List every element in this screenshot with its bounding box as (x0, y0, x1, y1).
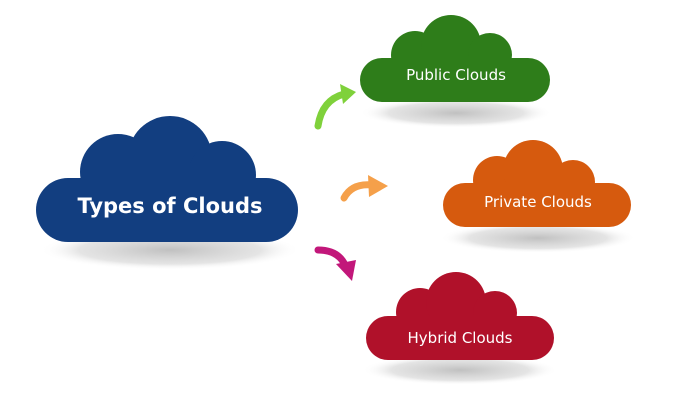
hybrid-cloud-shadow (362, 355, 558, 385)
public-cloud-shape (360, 15, 550, 102)
private-cloud-shadow (440, 223, 636, 253)
public-cloud-label: Public Clouds (406, 66, 506, 84)
hybrid-cloud-shape (366, 272, 554, 360)
arrow-to-public (314, 84, 356, 130)
arrow-to-hybrid (314, 246, 356, 281)
private-cloud-shape (443, 140, 631, 227)
public-cloud: Public Clouds (360, 15, 552, 128)
main-cloud-label: Types of Clouds (77, 194, 262, 218)
main-cloud-shape (36, 116, 298, 242)
private-cloud: Private Clouds (440, 140, 636, 253)
public-cloud-shadow (360, 98, 552, 128)
private-cloud-label: Private Clouds (484, 193, 592, 211)
hybrid-cloud-label: Hybrid Clouds (408, 329, 513, 347)
arrow-to-private (340, 175, 388, 202)
main-cloud: Types of Clouds (36, 116, 300, 270)
hybrid-cloud: Hybrid Clouds (362, 272, 558, 385)
